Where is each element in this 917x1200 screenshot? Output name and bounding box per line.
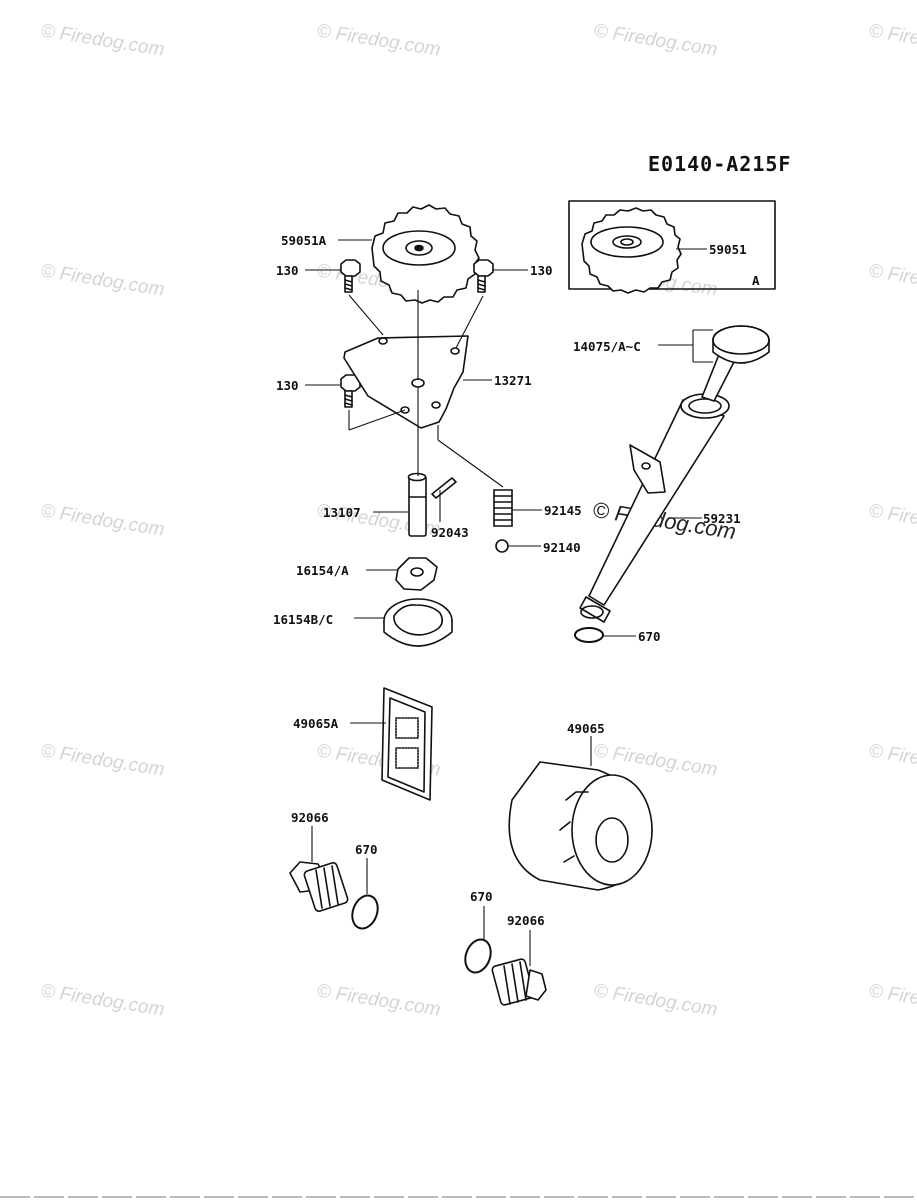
label-670: 670 bbox=[638, 629, 661, 644]
dipstick-14075 bbox=[701, 325, 770, 402]
o-ring-670-right bbox=[464, 938, 492, 974]
shaft-13107 bbox=[407, 472, 427, 537]
rotor-16154BC bbox=[383, 598, 453, 647]
filler-tube-59231 bbox=[579, 393, 730, 623]
inset-box bbox=[568, 200, 776, 290]
label-13271: 13271 bbox=[494, 373, 532, 388]
label-130: 130 bbox=[530, 263, 553, 278]
bolt-130-top-right bbox=[473, 259, 494, 293]
label-92066: 92066 bbox=[291, 810, 329, 825]
spring-92145 bbox=[493, 489, 513, 527]
label-130: 130 bbox=[276, 378, 299, 393]
drain-plug-92066-right bbox=[491, 958, 547, 1006]
label-92043: 92043 bbox=[431, 525, 469, 540]
label-13107: 13107 bbox=[323, 505, 361, 520]
label-59051: 59051 bbox=[709, 242, 747, 257]
gear-59051A bbox=[371, 204, 480, 304]
screen-49065A bbox=[381, 687, 433, 801]
pin-92043 bbox=[431, 477, 457, 499]
label-92140: 92140 bbox=[543, 540, 581, 555]
gear-59051 bbox=[581, 207, 682, 294]
oil-filter-49065 bbox=[508, 761, 653, 891]
label-670: 670 bbox=[355, 842, 378, 857]
bolt-130-mid-left bbox=[340, 374, 361, 408]
label-92145: 92145 bbox=[544, 503, 582, 518]
label-16154A: 16154/A bbox=[296, 563, 349, 578]
o-ring-670-left bbox=[351, 894, 379, 930]
bottom-border bbox=[0, 1196, 917, 1198]
label-92066: 92066 bbox=[507, 913, 545, 928]
label-14075: 14075/A~C bbox=[573, 339, 641, 354]
diagram-code: E0140-A215F bbox=[648, 152, 792, 176]
leader-lines bbox=[305, 239, 713, 966]
rotor-16154A bbox=[395, 557, 438, 591]
o-ring-670-top bbox=[574, 627, 604, 643]
label-59231: 59231 bbox=[703, 511, 741, 526]
label-49065: 49065 bbox=[567, 721, 605, 736]
inset-letter: A bbox=[752, 273, 760, 288]
label-130: 130 bbox=[276, 263, 299, 278]
label-670: 670 bbox=[470, 889, 493, 904]
label-59051A: 59051A bbox=[281, 233, 327, 248]
bolt-130-top-left bbox=[340, 259, 361, 293]
label-16154BC: 16154B/C bbox=[273, 612, 334, 627]
label-49065A: 49065A bbox=[293, 716, 339, 731]
drain-plug-92066-left bbox=[289, 861, 349, 912]
ball-92140 bbox=[495, 539, 509, 553]
plate-13271 bbox=[343, 335, 469, 429]
